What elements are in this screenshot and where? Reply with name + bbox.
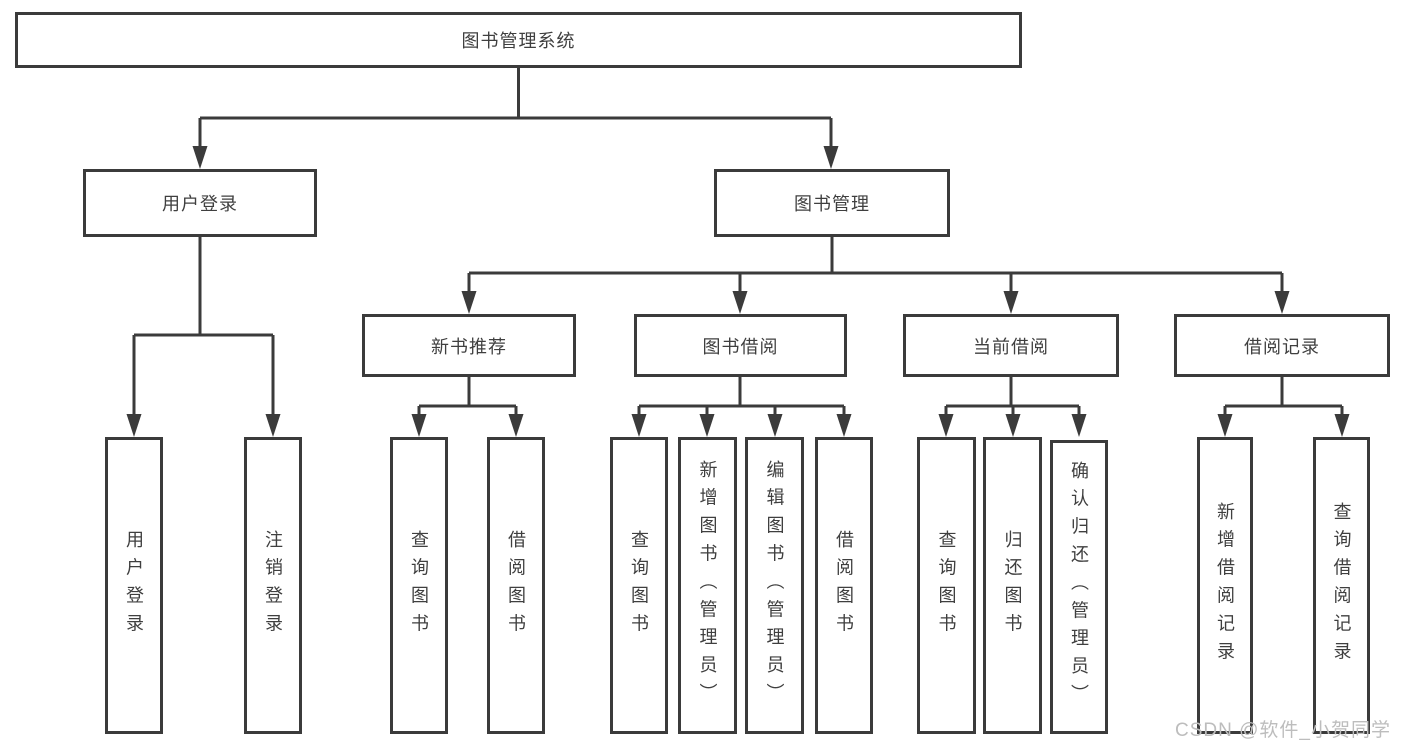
leaf-add-book-admin: 新增图书（管理员） xyxy=(678,437,737,734)
leaf-query-books-borrowing: 查询图书 xyxy=(610,437,668,734)
node-label: 借阅图书 xyxy=(834,529,854,642)
leaf-logout: 注销登录 xyxy=(244,437,302,734)
node-label: 借阅图书 xyxy=(506,529,526,642)
leaf-query-borrow-record: 查询借阅记录 xyxy=(1313,437,1370,734)
csdn-watermark: CSDN @软件_小贺同学 xyxy=(1175,720,1391,741)
node-current-borrowing: 当前借阅 xyxy=(903,314,1119,377)
node-label: 借阅记录 xyxy=(1244,336,1320,357)
node-label: 新增借阅记录 xyxy=(1215,501,1235,670)
leaf-user-login: 用户登录 xyxy=(105,437,163,734)
node-label: 当前借阅 xyxy=(973,336,1049,357)
node-library-management-system: 图书管理系统 xyxy=(15,12,1022,68)
leaf-query-books-recommend: 查询图书 xyxy=(390,437,448,734)
node-label: 归还图书 xyxy=(1002,529,1023,642)
leaf-add-borrow-record: 新增借阅记录 xyxy=(1197,437,1253,734)
leaf-edit-book-admin: 编辑图书（管理员） xyxy=(745,437,804,734)
node-label: 新书推荐 xyxy=(431,336,507,357)
node-label: 图书管理系统 xyxy=(461,31,576,51)
node-label: 用户登录 xyxy=(162,194,238,214)
node-book-management: 图书管理 xyxy=(714,169,950,237)
node-label: 查询图书 xyxy=(629,529,649,642)
node-borrowing-records: 借阅记录 xyxy=(1174,314,1390,377)
node-label: 编辑图书（管理员） xyxy=(764,459,785,712)
node-label: 确认归还（管理员） xyxy=(1069,461,1089,713)
node-label: 查询图书 xyxy=(409,529,429,642)
node-label: 用户登录 xyxy=(124,529,144,642)
leaf-confirm-return-admin: 确认归还（管理员） xyxy=(1050,440,1108,734)
node-label: 图书借阅 xyxy=(702,336,779,357)
node-label: 注销登录 xyxy=(263,529,283,642)
leaf-return-book: 归还图书 xyxy=(983,437,1042,734)
node-label: 新增图书（管理员） xyxy=(697,459,718,712)
leaf-borrow-books: 借阅图书 xyxy=(815,437,873,734)
node-book-borrowing: 图书借阅 xyxy=(634,314,847,377)
node-label: 查询图书 xyxy=(936,529,957,642)
node-user-login: 用户登录 xyxy=(83,169,317,237)
leaf-borrow-books-recommend: 借阅图书 xyxy=(487,437,545,734)
leaf-query-books-current: 查询图书 xyxy=(917,437,976,734)
node-label: 图书管理 xyxy=(794,194,870,214)
node-new-book-recommendation: 新书推荐 xyxy=(362,314,576,377)
node-label: 查询借阅记录 xyxy=(1331,501,1352,670)
